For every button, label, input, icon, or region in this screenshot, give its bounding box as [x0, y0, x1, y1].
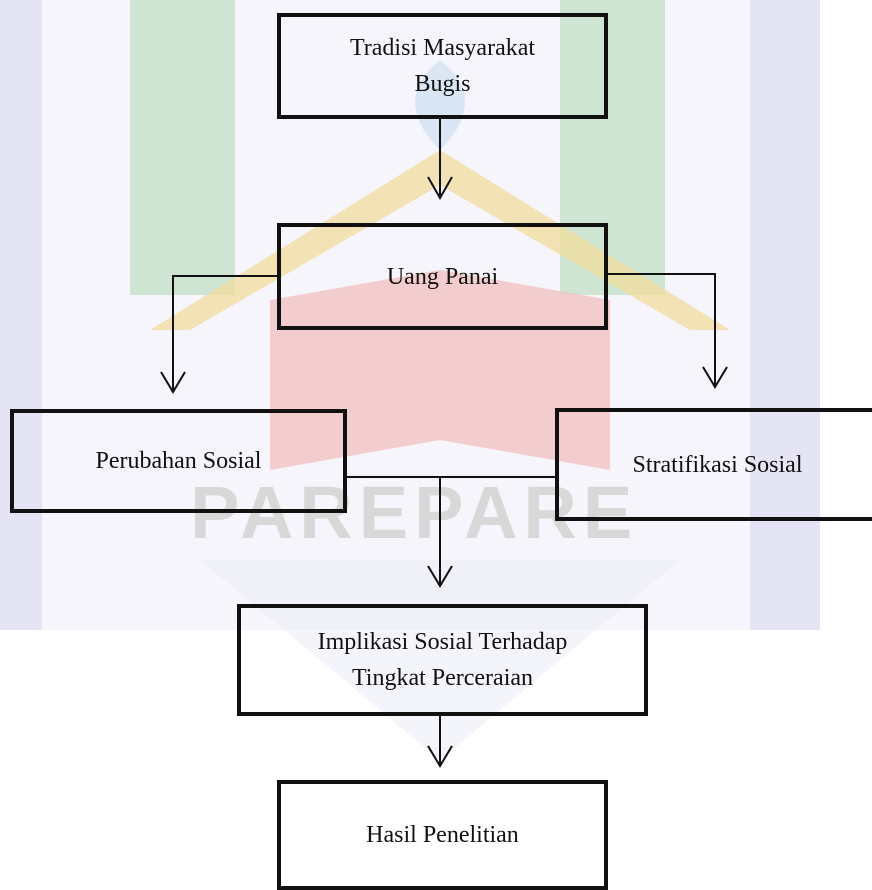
arrow-uang-to-perubahan — [160, 275, 277, 394]
node-tradisi-line1: Tradisi Masyarakat — [349, 35, 536, 61]
watermark-shield-bottom — [200, 560, 680, 760]
watermark-gold-roof — [150, 150, 730, 330]
arrow-implikasi-to-hasil — [427, 716, 453, 768]
watermark-blue-drop — [415, 60, 465, 150]
watermark-lavender-band-right — [750, 0, 820, 630]
arrow-tradisi-to-uang — [427, 119, 453, 201]
watermark-red-book — [270, 270, 610, 470]
node-implikasi-line2: Tingkat Perceraian — [351, 665, 534, 691]
node-stratifikasi-sosial: Stratifikasi Sosial — [555, 408, 872, 521]
arrow-merge-to-implikasi — [427, 477, 453, 588]
node-tradisi-line2: Bugis — [414, 71, 471, 97]
node-uang-panai-label: Uang Panai — [386, 263, 499, 290]
watermark-green-pillar-left — [130, 0, 235, 295]
watermark-lavender-band-left — [0, 0, 42, 630]
node-implikasi-line1: Implikasi Sosial Terhadap — [317, 629, 568, 655]
node-stratifikasi-sosial-label: Stratifikasi Sosial — [632, 451, 803, 478]
node-tradisi-masyarakat-bugis: Tradisi Masyarakat Bugis — [277, 13, 608, 119]
node-implikasi-sosial: Implikasi Sosial Terhadap Tingkat Percer… — [237, 604, 648, 716]
node-uang-panai: Uang Panai — [277, 223, 608, 330]
node-perubahan-sosial: Perubahan Sosial — [10, 409, 347, 513]
arrow-uang-to-stratifikasi — [608, 273, 728, 389]
node-hasil-penelitian: Hasil Penelitian — [277, 780, 608, 890]
node-perubahan-sosial-label: Perubahan Sosial — [95, 448, 262, 474]
node-hasil-penelitian-label: Hasil Penelitian — [366, 822, 519, 848]
